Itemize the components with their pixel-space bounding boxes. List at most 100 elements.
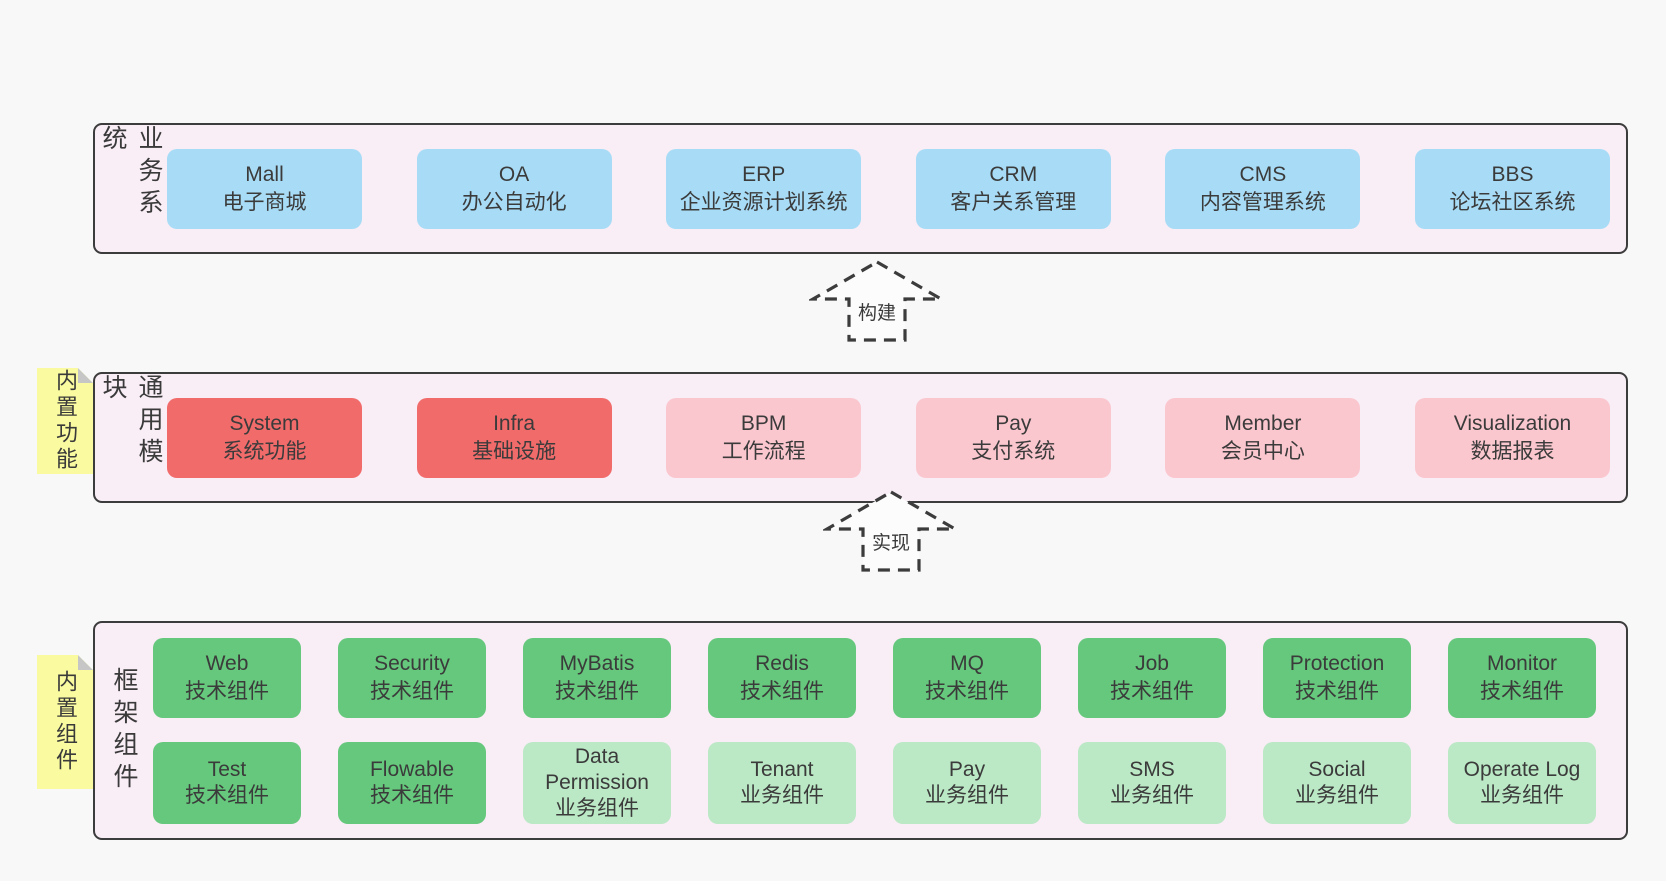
band-components-row-2: Test 技术组件 Flowable 技术组件 Data Permission … bbox=[153, 741, 1596, 824]
dashed-up-arrow-shape bbox=[823, 490, 959, 572]
box-name: BBS bbox=[1491, 162, 1534, 186]
box-desc: 论坛社区系统 bbox=[1449, 190, 1576, 214]
box-member: Member 会员中心 bbox=[1165, 397, 1361, 478]
box-name: Operate Log bbox=[1463, 757, 1581, 781]
box-desc: 技术组件 bbox=[185, 679, 269, 703]
box-name: Visualization bbox=[1453, 411, 1572, 435]
band-components-content: Web 技术组件 Security 技术组件 MyBatis 技术组件 Redi… bbox=[153, 623, 1626, 838]
box-desc: 基础设施 bbox=[472, 439, 557, 463]
band-business-label: 业务系统 bbox=[95, 125, 167, 252]
box-desc: 工作流程 bbox=[721, 439, 806, 463]
box-desc: 业务组件 bbox=[555, 796, 639, 820]
box-data-permission: Data Permission 业务组件 bbox=[523, 741, 671, 824]
band-label-text: 框架组件 bbox=[110, 666, 138, 795]
box-name: MyBatis bbox=[559, 651, 635, 675]
box-security: Security 技术组件 bbox=[338, 637, 486, 718]
box-name: ERP bbox=[742, 162, 786, 186]
box-redis: Redis 技术组件 bbox=[708, 637, 856, 718]
box-desc: 内容管理系统 bbox=[1199, 190, 1326, 214]
box-name: Pay bbox=[948, 757, 986, 781]
box-name: Data Permission bbox=[545, 744, 649, 794]
box-desc: 技术组件 bbox=[1295, 679, 1379, 703]
box-desc: 技术组件 bbox=[370, 783, 454, 807]
box-monitor: Monitor 技术组件 bbox=[1448, 637, 1596, 718]
band-label-text: 通用模块 bbox=[99, 374, 163, 470]
sticky-note-built-in-components: 内置组件 bbox=[37, 655, 93, 789]
box-flowable: Flowable 技术组件 bbox=[338, 741, 486, 824]
box-desc: 数据报表 bbox=[1470, 439, 1555, 463]
box-desc: 技术组件 bbox=[740, 679, 824, 703]
implement-arrow: 实现 bbox=[823, 490, 959, 572]
box-desc: 业务组件 bbox=[925, 783, 1009, 807]
box-infra: Infra 基础设施 bbox=[416, 397, 612, 478]
implement-arrow-label: 实现 bbox=[872, 532, 910, 554]
box-name: Member bbox=[1224, 411, 1302, 435]
band-business-systems: 业务系统 Mall 电子商城 OA 办公自动化 ERP 企业资源计划系统 CRM… bbox=[93, 123, 1628, 254]
box-name: Mall bbox=[245, 162, 284, 186]
box-desc: 技术组件 bbox=[925, 679, 1009, 703]
box-desc: 电子商城 bbox=[222, 190, 307, 214]
band-components-row-1: Web 技术组件 Security 技术组件 MyBatis 技术组件 Redi… bbox=[153, 637, 1596, 718]
box-name: BPM bbox=[740, 411, 787, 435]
box-mybatis: MyBatis 技术组件 bbox=[523, 637, 671, 718]
box-oa: OA 办公自动化 bbox=[416, 148, 612, 229]
sticky-note-text: 内置组件 bbox=[53, 670, 78, 774]
box-desc: 业务组件 bbox=[740, 783, 824, 807]
box-name: SMS bbox=[1129, 757, 1175, 781]
box-name: OA bbox=[498, 162, 530, 186]
box-desc: 技术组件 bbox=[555, 679, 639, 703]
box-protection: Protection 技术组件 bbox=[1263, 637, 1411, 718]
box-crm: CRM 客户关系管理 bbox=[915, 148, 1111, 229]
band-label-text: 业务系统 bbox=[99, 125, 163, 221]
box-sms: SMS 业务组件 bbox=[1078, 741, 1226, 824]
band-business-row: Mall 电子商城 OA 办公自动化 ERP 企业资源计划系统 CRM 客户关系… bbox=[167, 148, 1610, 229]
box-desc: 会员中心 bbox=[1220, 439, 1305, 463]
box-name: CMS bbox=[1239, 162, 1287, 186]
box-pay-module: Pay 支付系统 bbox=[915, 397, 1111, 478]
box-visualization: Visualization 数据报表 bbox=[1414, 397, 1610, 478]
box-bpm: BPM 工作流程 bbox=[666, 397, 862, 478]
box-desc: 技术组件 bbox=[1110, 679, 1194, 703]
box-name: Security bbox=[374, 651, 450, 675]
box-social: Social 业务组件 bbox=[1263, 741, 1411, 824]
box-desc: 技术组件 bbox=[1480, 679, 1564, 703]
band-components-label: 框架组件 bbox=[95, 623, 153, 838]
box-system: System 系统功能 bbox=[167, 397, 362, 478]
box-name: Flowable bbox=[369, 757, 455, 781]
box-desc: 企业资源计划系统 bbox=[679, 190, 848, 214]
folded-corner-icon bbox=[78, 655, 93, 670]
box-name: Protection bbox=[1289, 651, 1385, 675]
band-business-content: Mall 电子商城 OA 办公自动化 ERP 企业资源计划系统 CRM 客户关系… bbox=[167, 125, 1626, 252]
box-tenant: Tenant 业务组件 bbox=[708, 741, 856, 824]
dashed-up-arrow-shape bbox=[809, 260, 945, 342]
box-desc: 技术组件 bbox=[185, 783, 269, 807]
box-desc: 业务组件 bbox=[1110, 783, 1194, 807]
sticky-note-built-in-functions: 内置功能 bbox=[37, 368, 93, 474]
box-name: CRM bbox=[989, 162, 1038, 186]
box-name: Job bbox=[1135, 651, 1169, 675]
box-name: Test bbox=[207, 757, 247, 781]
folded-corner-icon bbox=[78, 368, 93, 383]
band-common-modules: 通用模块 System 系统功能 Infra 基础设施 BPM 工作流程 Pay… bbox=[93, 372, 1628, 503]
box-name: Infra bbox=[493, 411, 536, 435]
box-desc: 客户关系管理 bbox=[950, 190, 1077, 214]
band-framework-components: 框架组件 Web 技术组件 Security 技术组件 MyBatis 技术组件… bbox=[93, 621, 1628, 840]
box-bbs: BBS 论坛社区系统 bbox=[1414, 148, 1610, 229]
box-name: Tenant bbox=[750, 757, 814, 781]
box-cms: CMS 内容管理系统 bbox=[1165, 148, 1361, 229]
box-desc: 业务组件 bbox=[1295, 783, 1379, 807]
box-desc: 业务组件 bbox=[1480, 783, 1564, 807]
box-erp: ERP 企业资源计划系统 bbox=[666, 148, 862, 229]
box-name: Web bbox=[205, 651, 249, 675]
box-name: Pay bbox=[995, 411, 1032, 435]
band-modules-row: System 系统功能 Infra 基础设施 BPM 工作流程 Pay 支付系统… bbox=[167, 397, 1610, 478]
box-operate-log: Operate Log 业务组件 bbox=[1448, 741, 1596, 824]
build-arrow: 构建 bbox=[809, 260, 945, 342]
box-desc: 支付系统 bbox=[971, 439, 1056, 463]
box-desc: 技术组件 bbox=[370, 679, 454, 703]
band-modules-content: System 系统功能 Infra 基础设施 BPM 工作流程 Pay 支付系统… bbox=[167, 374, 1626, 501]
box-pay-component: Pay 业务组件 bbox=[893, 741, 1041, 824]
box-test: Test 技术组件 bbox=[153, 741, 301, 824]
band-modules-label: 通用模块 bbox=[95, 374, 167, 501]
box-desc: 办公自动化 bbox=[461, 190, 567, 214]
